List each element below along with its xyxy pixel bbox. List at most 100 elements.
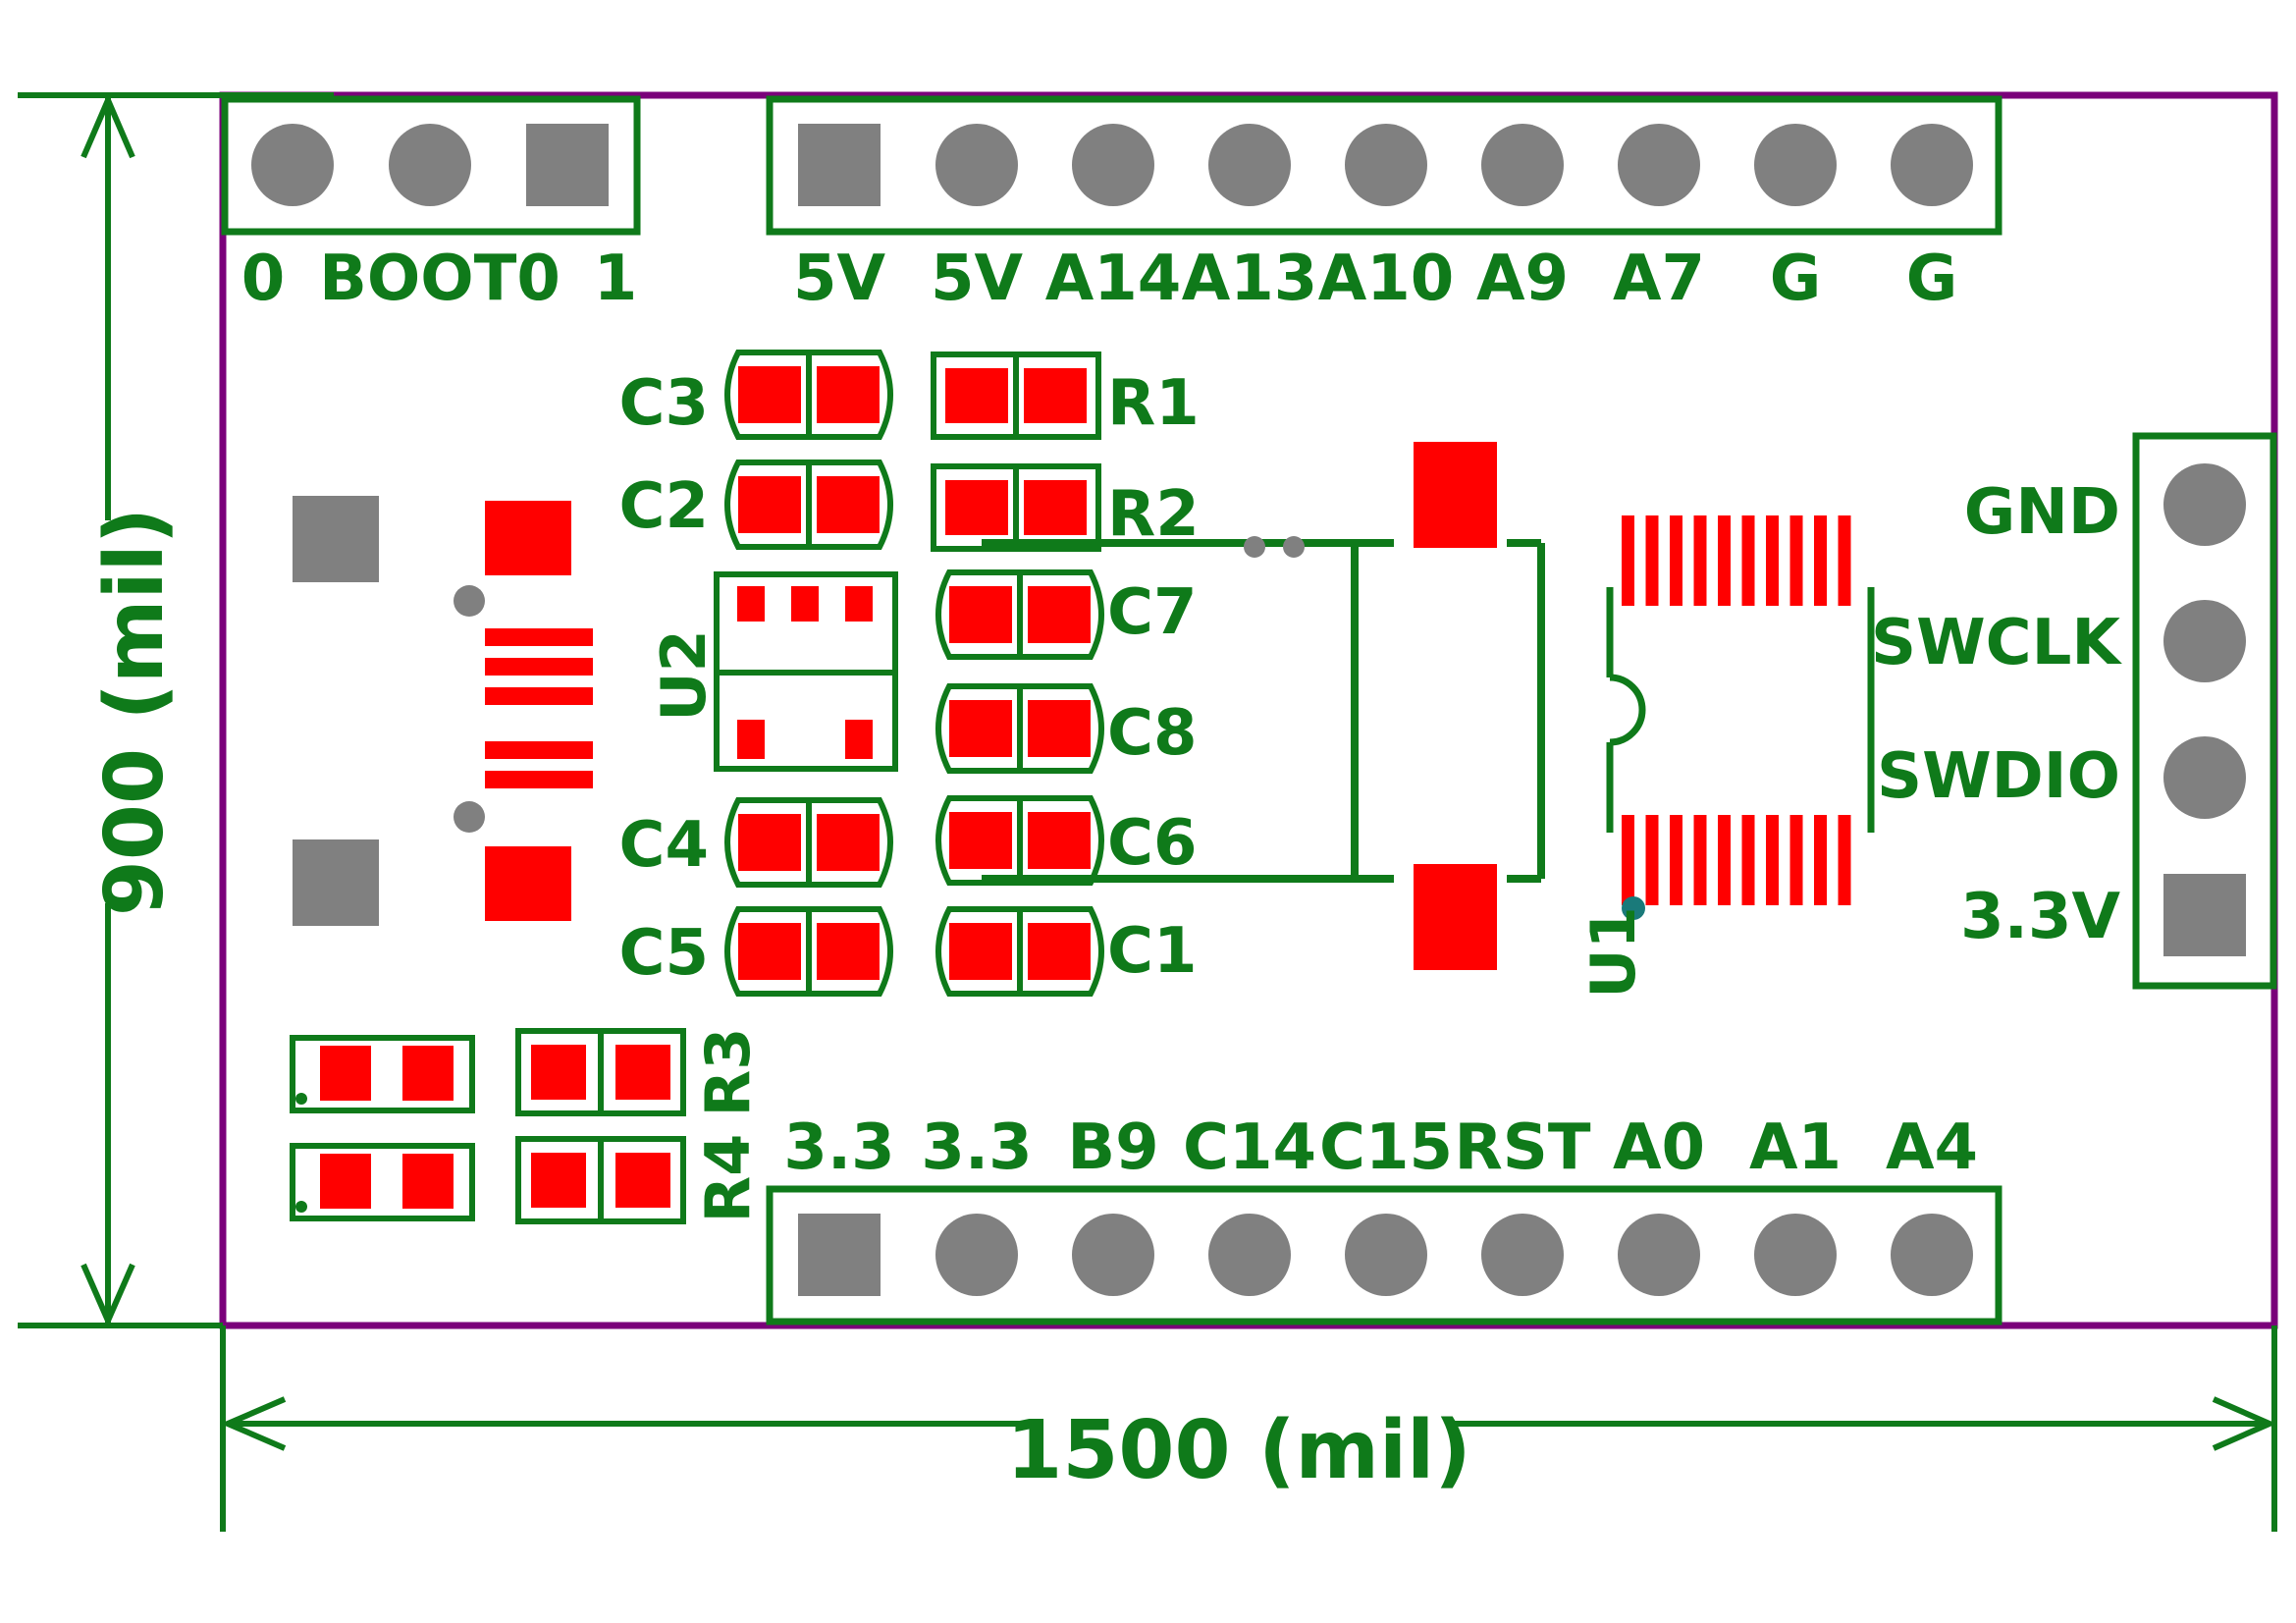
u1-pad-top [1766, 515, 1779, 606]
u1-pad-bottom [1693, 815, 1707, 905]
top-header [766, 95, 2002, 236]
label-r2: R2 [1107, 478, 1200, 551]
boot-pin-middle [389, 124, 471, 206]
swd-pin-gnd [2163, 463, 2246, 546]
bottom-header-pin-8 [1754, 1214, 1837, 1296]
u1-pad-top [1718, 515, 1731, 606]
bottom-header-label-1: 3.3 [783, 1111, 894, 1184]
bottom-header-pin-1 [798, 1214, 881, 1296]
bottom-header-pin-4 [1208, 1214, 1291, 1296]
label-c6: C6 [1107, 807, 1198, 880]
resistor-r4 [515, 1136, 686, 1224]
led-footprint-1 [290, 1035, 475, 1113]
label-r1: R1 [1107, 367, 1200, 440]
top-header-pin-8 [1754, 124, 1837, 206]
usb-locating-hole-top [454, 585, 485, 617]
swd-pin-swclk [2163, 600, 2246, 682]
top-header-pin-5 [1345, 124, 1427, 206]
u1-pad-top [1838, 515, 1851, 606]
usb-connector [293, 496, 593, 926]
usb-shell-pad-top [293, 496, 379, 582]
swd-header [2132, 432, 2277, 990]
swd-header-labels: GND SWCLK SWDIO 3.3V [1871, 476, 2122, 953]
u1-pad-bottom [1741, 815, 1755, 905]
swd-label-3v3: 3.3V [1960, 881, 2120, 953]
label-c3: C3 [619, 367, 710, 440]
usb-mount-pad-top [485, 501, 571, 575]
usb-signal-pad [485, 741, 593, 759]
capacitor-c1 [935, 906, 1104, 997]
bottom-header-label-9: A4 [1886, 1111, 1978, 1184]
capacitor-c5 [724, 906, 893, 997]
label-c1: C1 [1107, 915, 1198, 988]
u1-pad-bottom [1814, 815, 1827, 905]
u2-pad [845, 720, 873, 759]
top-header-pin-7 [1618, 124, 1700, 206]
boot-pin-0 [251, 124, 334, 206]
top-header-pin-6 [1481, 124, 1564, 206]
u1-pad-bottom [1838, 815, 1851, 905]
u1-pin1-marker [1622, 896, 1645, 920]
top-header-label-4: A13 [1182, 243, 1318, 315]
u1-pad-bottom [1766, 815, 1779, 905]
top-header-label-9: G [1906, 243, 1958, 315]
bottom-header-label-2: 3.3 [921, 1111, 1032, 1184]
switch-pad-top [1414, 442, 1497, 548]
width-dimension-label: 1500 (mil) [1006, 1404, 1470, 1497]
u1-pad-top [1693, 515, 1707, 606]
bottom-header-label-5: C15 [1319, 1111, 1453, 1184]
u1-pad-bottom [1645, 815, 1659, 905]
boot-header-labels: 0 BOOT0 1 [241, 243, 638, 315]
boot-label-1: 1 [594, 243, 638, 315]
u1-pad-bottom [1789, 815, 1803, 905]
swd-label-swdio: SWDIO [1877, 740, 2120, 813]
width-dimension [220, 1325, 2277, 1532]
u1-pad-top [1814, 515, 1827, 606]
reset-switch [982, 442, 1545, 970]
resistor-r1 [931, 352, 1101, 440]
bottom-header-pin-3 [1072, 1214, 1154, 1296]
usb-signal-pad [485, 628, 593, 646]
bottom-header-pin-5 [1345, 1214, 1427, 1296]
top-header-pin-9 [1891, 124, 1973, 206]
usb-mount-pad-bottom [485, 846, 571, 921]
boot-label-boot0: BOOT0 [319, 243, 561, 315]
capacitor-c2 [724, 460, 893, 550]
u2-regulator [714, 571, 898, 772]
capacitor-c6 [935, 795, 1104, 886]
label-c8: C8 [1107, 697, 1198, 770]
u1-pad-bottom [1670, 815, 1682, 905]
top-header-label-6: A9 [1476, 243, 1569, 315]
u1-pad-top [1622, 515, 1634, 606]
label-c5: C5 [619, 917, 710, 990]
bottom-header-label-8: A1 [1749, 1111, 1842, 1184]
u1-pad-top [1645, 515, 1659, 606]
bottom-header [766, 1185, 2002, 1325]
swd-pin-swdio [2163, 736, 2246, 819]
u1-pad-bottom [1622, 815, 1634, 905]
top-header-label-1: 5V [793, 243, 886, 315]
label-u2: U2 [648, 629, 720, 721]
u2-pad [737, 586, 765, 622]
resistor-r3 [515, 1028, 686, 1116]
top-header-label-3: A14 [1045, 243, 1182, 315]
capacitor-c8 [935, 683, 1104, 774]
label-c7: C7 [1107, 576, 1198, 649]
top-header-label-7: A7 [1613, 243, 1705, 315]
label-r4: R4 [692, 1134, 764, 1223]
top-header-label-2: 5V [931, 243, 1024, 315]
capacitor-c7 [935, 569, 1104, 660]
u1-pad-top [1789, 515, 1803, 606]
u2-pad [791, 586, 819, 622]
top-header-label-5: A10 [1318, 243, 1455, 315]
label-r3: R3 [692, 1028, 764, 1117]
top-header-pin-4 [1208, 124, 1291, 206]
bottom-header-pin-9 [1891, 1214, 1973, 1296]
switch-marker-dot [1283, 536, 1305, 558]
boot-label-0: 0 [241, 243, 286, 315]
u2-pad [737, 720, 765, 759]
top-header-label-8: G [1770, 243, 1822, 315]
boot-pin-1 [526, 124, 609, 206]
